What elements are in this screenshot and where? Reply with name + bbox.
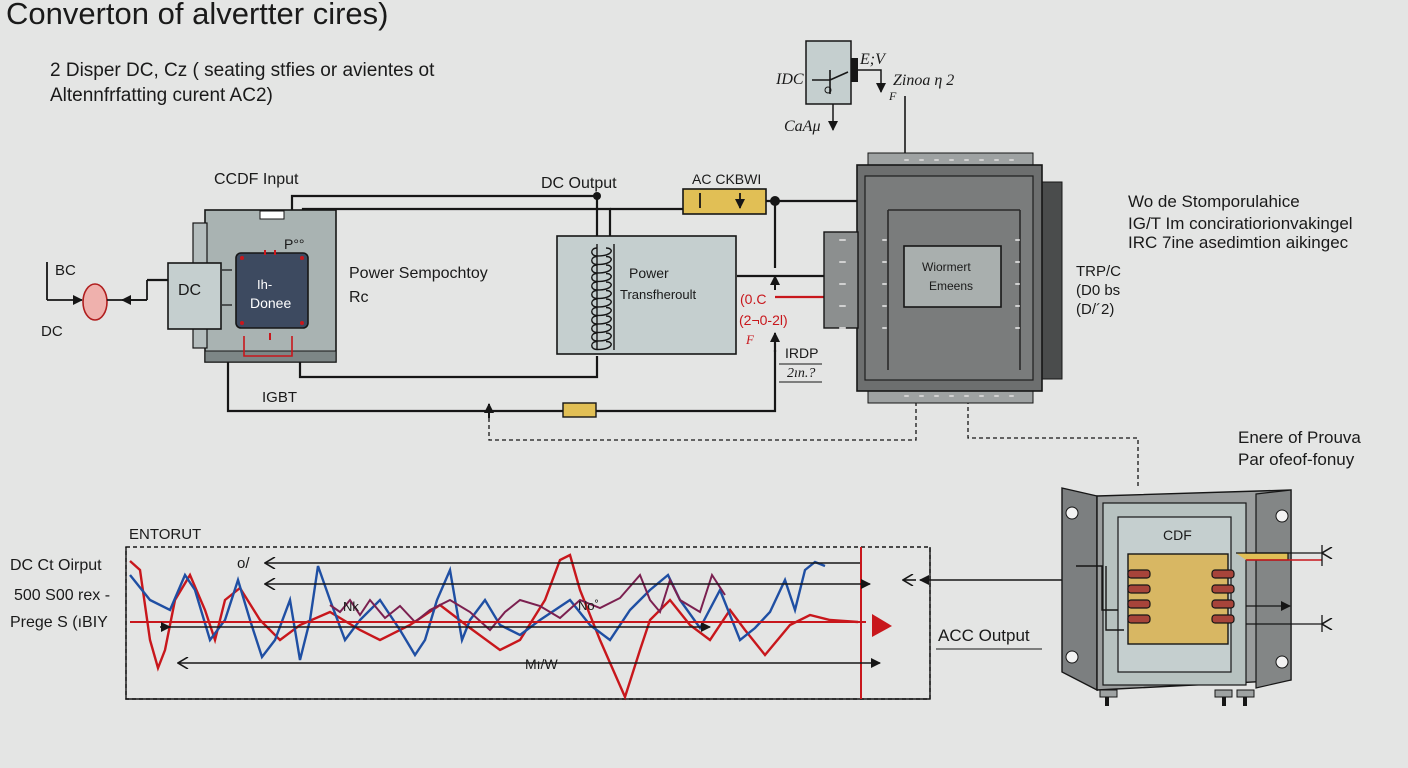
igbt-label: IGBT [262, 389, 297, 406]
note-line-3: IRC 7ine asedimtion aikingec [1128, 233, 1349, 252]
input-source [46, 262, 148, 321]
module-label-line-1: Ih- [257, 277, 272, 292]
note-line-2: IG/T Im conciratiorionvakingel [1128, 214, 1353, 233]
ccdf-input-label: CCDF Input [214, 171, 299, 188]
rc-label: Rc [349, 289, 369, 306]
subtitle-line-1: 2 Disper DC, Cz ( seating stfies or avie… [50, 60, 435, 81]
ev-label: E;V [859, 51, 887, 68]
inverter-window-line-2: Emeens [929, 279, 973, 293]
subtitle-line-2: Altennfrfatting curent AC2) [50, 85, 273, 106]
junction-dot-2 [770, 196, 780, 206]
trp-line-3: (D/´2) [1076, 301, 1114, 318]
inverter-window-line-1: Wiormert [922, 260, 971, 274]
zinos-label: Zinoa η 2 [893, 72, 954, 89]
note-line-1: Wo de Stomporulahice [1128, 192, 1300, 211]
dashed-feedback-lines [488, 400, 1139, 488]
waveform-left-line-2: 500 S00 rex - [14, 587, 110, 604]
cdf-label: CDF [1163, 527, 1192, 543]
dc-output-label: DC Output [541, 175, 617, 192]
f-label: F [888, 89, 897, 103]
energy-line-2: Par ofeof-fonuy [1238, 450, 1355, 469]
red-label-1: (0.C [740, 291, 766, 307]
bottom-resistor [562, 402, 597, 418]
dc-box-label: DC [178, 282, 201, 299]
ac-cap-label: AC CKBWI [692, 171, 761, 187]
module-label-line-2: Donee [250, 295, 291, 311]
ac-capacitor [682, 188, 767, 214]
power-semi-label: Power Sempochtoy [349, 265, 488, 282]
waveform-panel-label: ENTORUT [129, 526, 201, 543]
trp-line-2: (D0 bs [1076, 282, 1120, 299]
p-label: P°° [284, 236, 305, 252]
dc-source-label: DC [41, 323, 63, 340]
zn-label: 2ın.? [787, 366, 815, 381]
energy-line-1: Enere of Prouva [1238, 428, 1361, 447]
waveform-panel [125, 546, 931, 701]
bc-label: BC [55, 262, 76, 279]
output-transformer [1061, 487, 1322, 706]
n-label-1: Nk [343, 599, 359, 614]
transformer-label-1: Power [629, 265, 669, 281]
transformer-label-2: Transfheroult [620, 287, 696, 302]
trp-line-1: TRP/C [1076, 263, 1121, 280]
red-label-3: F [745, 332, 755, 347]
idc-label: IDC [775, 71, 804, 88]
mw-label: Mı/W [525, 656, 558, 672]
dc-switch-symbol [805, 40, 886, 131]
waveform-left-line-1: DC Ct Oirput [10, 557, 102, 574]
inverter-unit [823, 152, 1063, 404]
zn-underline [779, 363, 822, 383]
junction-dot-1 [593, 192, 601, 200]
diagram-title: Converton of alvertter cires) [6, 0, 388, 31]
left-power-module [167, 209, 337, 363]
o-label: o/ [237, 555, 250, 572]
acc-output-label: ACC Output [938, 626, 1030, 645]
red-label-2: (2¬0-2l) [739, 312, 788, 328]
n-label-2: No˚ [578, 598, 599, 613]
waveform-left-line-3: Prege S (ıBIY [10, 614, 108, 631]
irdp-label: IRDP [785, 345, 818, 361]
caau-label: CaAμ [784, 118, 820, 135]
power-transformer [556, 235, 737, 355]
